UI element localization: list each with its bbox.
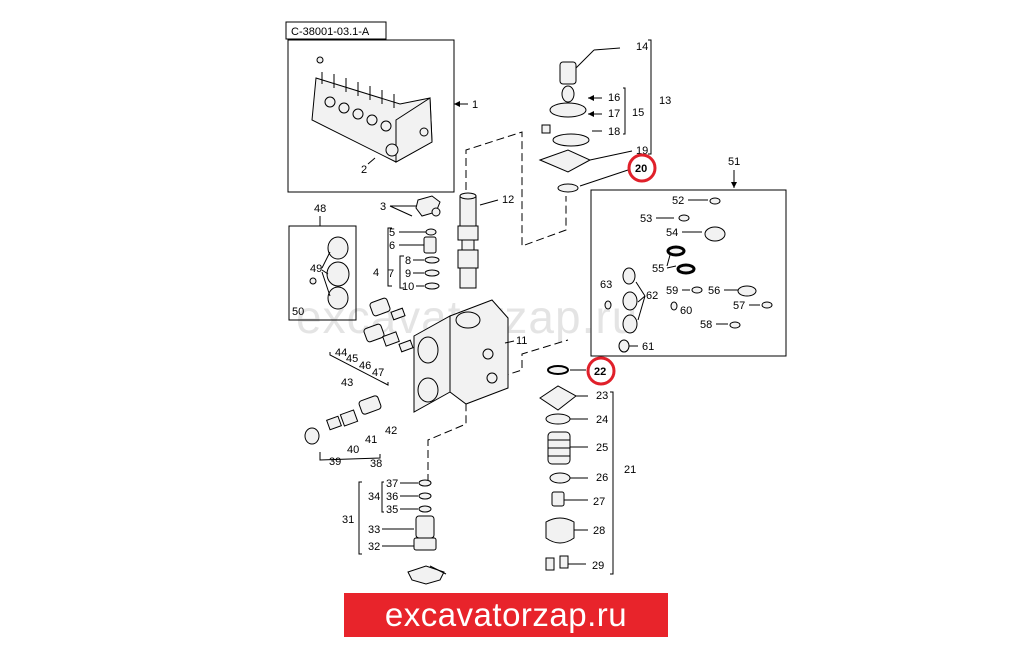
callout-26: 26 [596,472,608,484]
spool-12 [457,192,479,289]
callout-18: 18 [608,126,620,138]
flange-23 [539,385,577,411]
callout-60: 60 [680,305,692,317]
callout-2: 2 [361,164,367,176]
callout-28: 28 [593,525,605,537]
callout-27: 27 [593,496,605,508]
callout-56: 56 [708,285,720,297]
site-banner: excavatorzap.ru [344,593,668,637]
cap-bottom [407,565,445,585]
callout-20: 20 [635,163,647,175]
callout-24: 24 [596,414,608,426]
overview-box [287,39,455,193]
callout-29: 29 [592,560,604,572]
callout-15: 15 [632,107,644,119]
oring-kit-box-48 [288,225,357,321]
cap-assembly-13 [538,61,592,193]
overview-valve-assembly [311,56,433,163]
callout-44: 44 [335,347,347,359]
callout-53: 53 [640,213,652,225]
callout-8: 8 [405,255,411,267]
check-valve-31 [413,515,437,551]
callout-52: 52 [672,195,684,207]
callout-3: 3 [380,201,386,213]
callout-40: 40 [347,444,359,456]
callout-4: 4 [373,267,379,279]
callout-16: 16 [608,92,620,104]
callout-10: 10 [402,281,414,293]
callout-48: 48 [314,203,326,215]
callout-50: 50 [292,306,304,318]
callout-5: 5 [389,227,395,239]
relief-parts-43 [363,297,414,353]
callout-14: 14 [636,41,648,53]
cap-28 [545,517,575,544]
callout-58: 58 [700,319,712,331]
highlight-22 [586,356,616,386]
drawing-code-box [285,21,387,40]
relief-valve-38 [304,395,382,445]
callout-17: 17 [608,108,620,120]
callout-21: 21 [624,464,636,476]
callout-25: 25 [596,442,608,454]
callout-55: 55 [652,263,664,275]
callout-63: 63 [600,279,612,291]
callout-62: 62 [646,290,658,302]
callout-35: 35 [386,504,398,516]
callout-22: 22 [594,366,606,378]
callout-6: 6 [389,240,395,252]
callout-37: 37 [386,478,398,490]
valve-body-11 [413,299,509,413]
seal-kit-box-51 [590,189,787,357]
callout-11: 11 [516,335,527,347]
callout-41: 41 [365,434,377,446]
callout-32: 32 [368,541,380,553]
callout-42: 42 [385,425,397,437]
callout-43: 43 [341,377,353,389]
callout-61: 61 [642,341,654,353]
highlight-20 [627,153,657,183]
callout-9: 9 [405,268,411,280]
callout-38: 38 [370,458,382,470]
callout-39: 39 [329,456,341,468]
callout-46: 46 [359,360,371,372]
drawing-code: C-38001-03.1-A [291,26,370,38]
callout-57: 57 [733,300,745,312]
callout-51: 51 [728,156,740,168]
callout-47: 47 [372,367,384,379]
seal-22 [547,365,569,375]
callout-13: 13 [659,95,671,107]
callout-34: 34 [368,491,380,503]
callout-7: 7 [388,268,394,280]
callout-45: 45 [346,353,358,365]
callout-54: 54 [666,227,678,239]
callout-59: 59 [666,285,678,297]
callout-12: 12 [502,194,514,206]
callout-23: 23 [596,390,608,402]
callout-1: 1 [472,99,478,111]
callout-36: 36 [386,491,398,503]
callout-49: 49 [310,263,322,275]
callout-33: 33 [368,524,380,536]
callout-31: 31 [342,514,354,526]
